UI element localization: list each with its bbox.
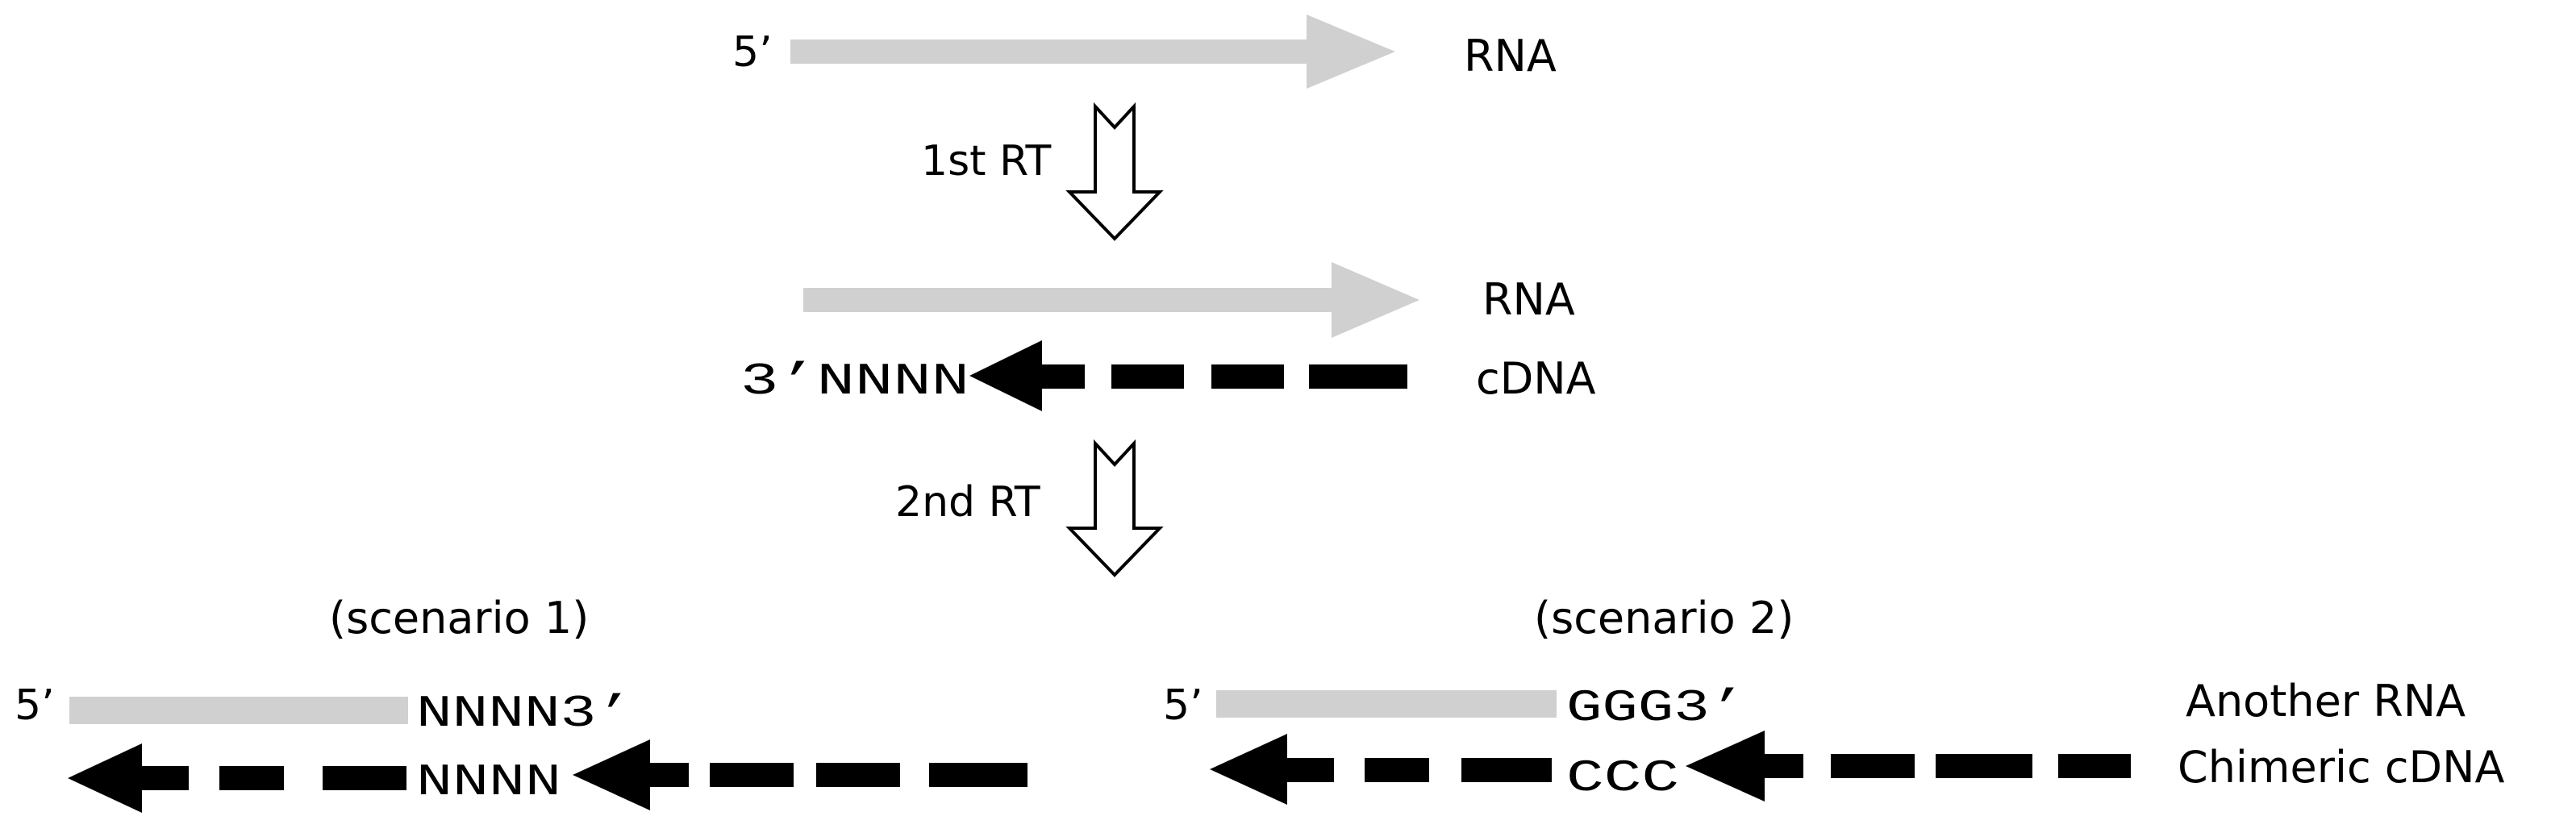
middle-cdna-label: cDNA (1476, 353, 1596, 404)
step1-down-arrow-icon (1065, 102, 1164, 241)
scenario1-rna-3prime-end: NNNN3’ (416, 688, 632, 739)
top-rna-5prime-label: 5’ (732, 28, 773, 77)
scenario2-cdna-label: Chimeric cDNA (2178, 742, 2504, 793)
scenario2-cdna-junction: CCC (1566, 752, 1679, 804)
scenario2-cdna-strand-part1 (1210, 734, 1552, 805)
top-rna-strand (790, 15, 1395, 89)
middle-rna-strand (803, 262, 1419, 338)
step2-down-arrow-icon (1065, 439, 1164, 577)
scenario2-cdna-strand-part2 (1686, 731, 2131, 802)
middle-cdna-strand (969, 340, 1407, 411)
middle-cdna-3prime-end: 3’NNNN (740, 356, 969, 407)
scenario2-rna-3prime-end: GGG3’ (1566, 682, 1745, 734)
scenario1-rna-strand (69, 697, 408, 724)
scenario1-cdna-junction: NNNN (416, 756, 561, 808)
top-rna-label: RNA (1464, 31, 1557, 81)
scenario1-cdna-strand-part2 (573, 739, 1027, 810)
scenario1-title: (scenario 1) (329, 593, 589, 643)
scenario2-rna-strand (1216, 690, 1557, 718)
scenario2-title: (scenario 2) (1534, 593, 1794, 643)
scenario1-cdna-strand-part1 (68, 743, 406, 813)
scenario2-rna-5prime-label: 5’ (1163, 681, 1203, 730)
step2-label: 2nd RT (895, 478, 1040, 527)
scenario1-rna-5prime-label: 5’ (15, 681, 55, 730)
middle-rna-label: RNA (1482, 274, 1575, 325)
scenario2-rna-label: Another RNA (2186, 676, 2466, 727)
step1-label: 1st RT (921, 137, 1051, 185)
